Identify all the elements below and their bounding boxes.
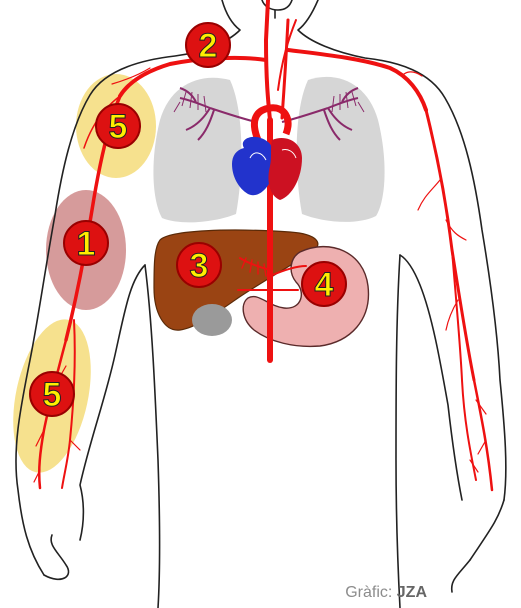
credit-author: JZA <box>397 584 427 601</box>
marker-1-label: 1 <box>77 225 96 263</box>
left-lung <box>153 78 241 223</box>
right-lung <box>297 77 385 222</box>
marker-1: 1 <box>64 221 108 265</box>
marker-5-forearm: 5 <box>30 372 74 416</box>
marker-3: 3 <box>177 243 221 287</box>
graphic-credit: Gràfic: JZA <box>345 584 427 602</box>
credit-prefix: Gràfic: <box>345 584 397 601</box>
marker-4-label: 4 <box>315 266 334 304</box>
marker-2: 2 <box>186 23 230 67</box>
marker-5-forearm-label: 5 <box>43 376 62 414</box>
marker-5-shoulder: 5 <box>96 104 140 148</box>
marker-5-shoulder-label: 5 <box>109 108 128 146</box>
marker-2-label: 2 <box>199 27 218 65</box>
marker-3-label: 3 <box>190 247 209 285</box>
marker-4: 4 <box>302 262 346 306</box>
gall-bladder <box>192 304 232 336</box>
